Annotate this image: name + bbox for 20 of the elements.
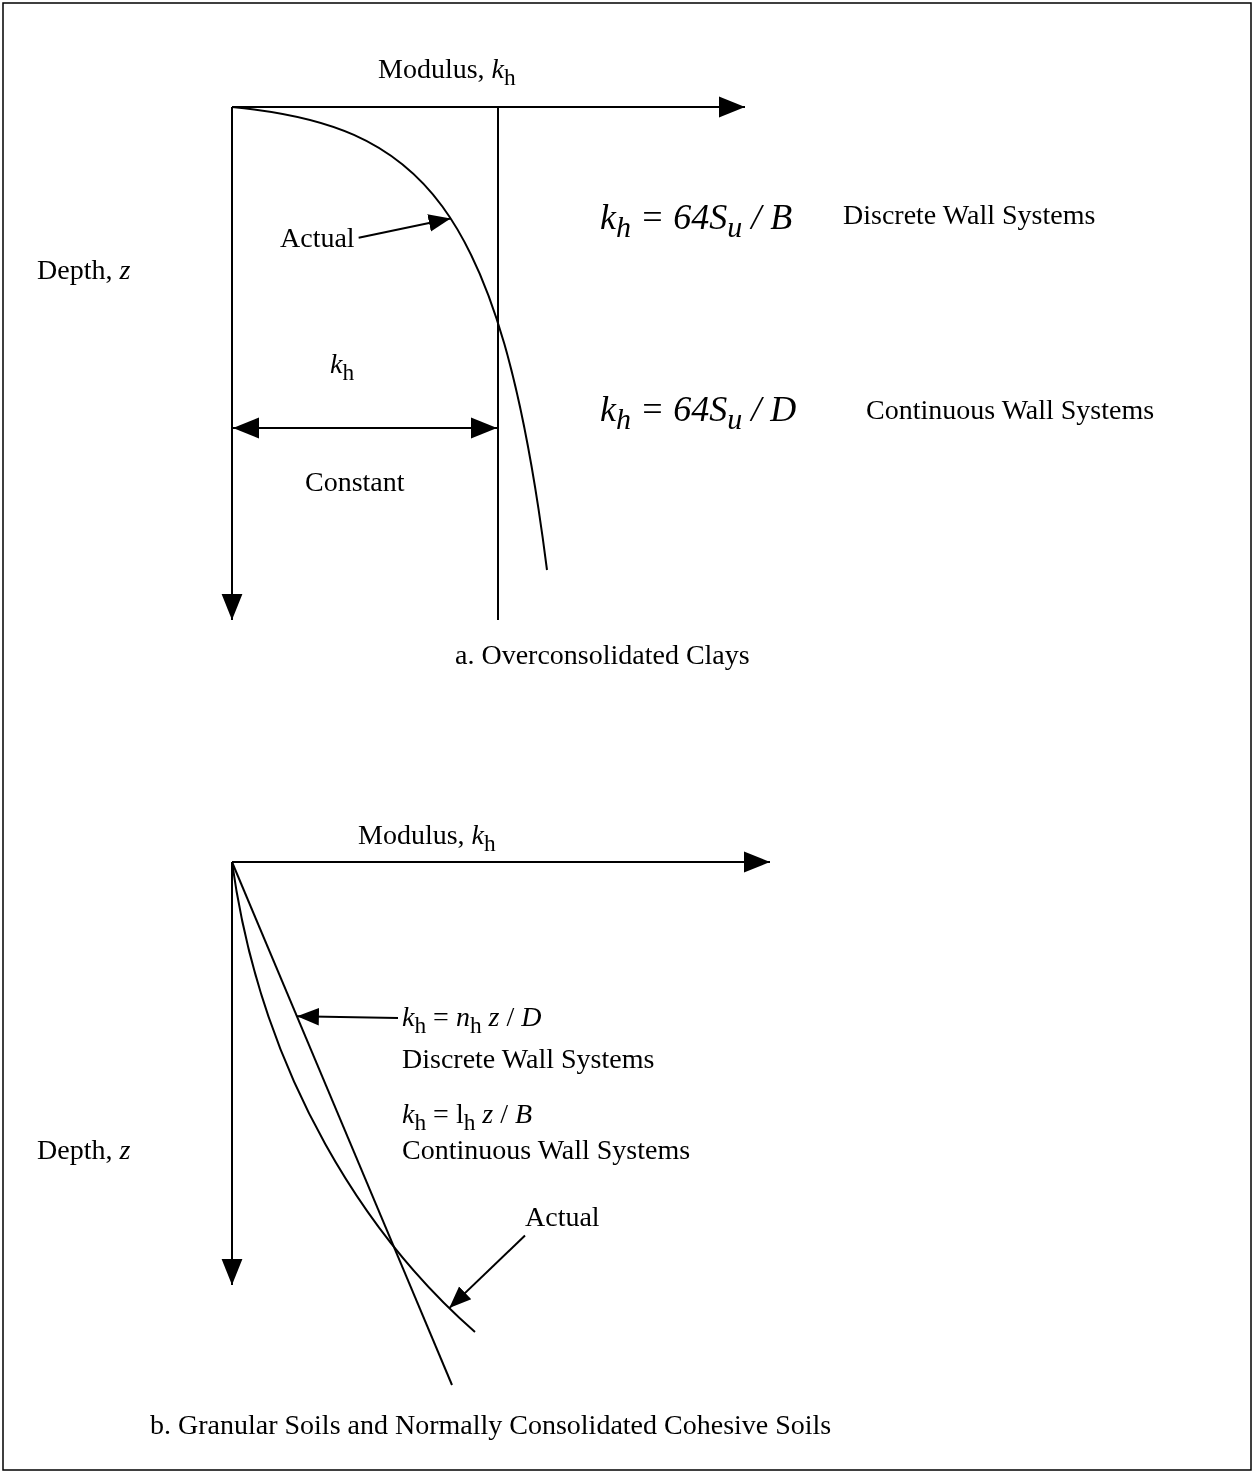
formula: k$_{h}$ = 64S$_{u}$ / B	[600, 196, 793, 246]
actual-curve	[231, 106, 548, 571]
panel-caption: b. Granular Soils and Normally Consolidated Cohesive Soils	[150, 1408, 832, 1442]
leader-line	[448, 1234, 526, 1310]
panel-caption: a. Overconsolidated Clays	[455, 638, 750, 672]
axis-title: Depth, z	[37, 1133, 131, 1167]
callout-label: Actual	[280, 221, 355, 255]
axis-title: Modulus, k$_{h}$	[378, 52, 516, 92]
legend-text: Continuous Wall Systems	[866, 393, 1155, 427]
leader-line	[295, 1007, 399, 1026]
formula: k$_{h}$ = 64S$_{u}$ / D	[600, 388, 797, 438]
callout-label: Actual	[525, 1200, 600, 1234]
axis-title: Modulus, k$_{h}$	[358, 818, 496, 858]
leader-line	[357, 214, 452, 239]
dimension-label: k$_{h}$	[330, 347, 355, 387]
dimension-label: Constant	[305, 465, 405, 499]
axis-title: Depth, z	[37, 253, 131, 287]
formula: k$_{h}$ = n$_{h}$ z / D	[402, 1000, 543, 1040]
callout-label: Discrete Wall Systems	[402, 1041, 655, 1076]
legend-text: Discrete Wall Systems	[843, 198, 1096, 232]
